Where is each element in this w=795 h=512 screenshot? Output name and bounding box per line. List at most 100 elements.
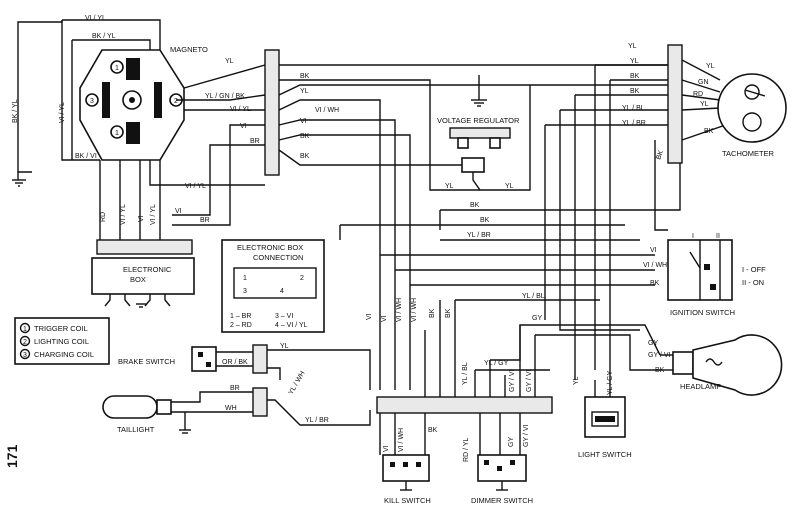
main-connector-bar (264, 49, 280, 176)
wire-gy-vi-low2: GY / VI (526, 370, 533, 392)
taillight (102, 387, 371, 434)
voltage-regulator (449, 85, 531, 191)
wire-or-bk: OR / BK (222, 359, 248, 366)
legend-num-2: 2 (23, 339, 27, 346)
legend-num-3: 3 (23, 352, 27, 359)
wire-bk-h6: BK (650, 280, 660, 287)
magneto-left-wiring (12, 19, 266, 240)
wire-yl-bl-h7: YL / BL (522, 293, 545, 300)
legend-charging-coil: CHARGING COIL (34, 350, 94, 359)
ignition-on-label: II - ON (742, 278, 764, 287)
wire-vi-wh-low4: VI / WH (411, 298, 418, 322)
wire-yl-wh-brake: YL / WH (288, 370, 307, 396)
wire-bk-t5: BK (704, 128, 714, 135)
kill-switch (382, 454, 430, 491)
headlamp (660, 334, 783, 396)
legend-num-1: 1 (23, 326, 27, 333)
wire-vi-yl-low: VI / YL (185, 183, 206, 190)
wire-gy-lamp: GY (648, 340, 658, 347)
wire-vi-eb: VI (138, 215, 145, 222)
ignition-off-label: I - OFF (742, 265, 766, 274)
tachometer-label: TACHOMETER (722, 149, 775, 158)
wire-yl-light: YL (573, 376, 580, 385)
wire-br-eb: BR (200, 217, 210, 224)
wire-yl-br-tail: YL / BR (305, 417, 329, 424)
wire-vi-low1: VI (366, 313, 373, 320)
kill-switch-label: KILL SWITCH (384, 496, 431, 505)
wire-vi-low2: VI (381, 315, 388, 322)
dimmer-switch-label: DIMMER SWITCH (471, 496, 533, 505)
wire-vi-yl-top: VI / YL (85, 15, 106, 22)
lower-connector-wiring (379, 300, 661, 455)
wire-wh-tail: WH (225, 405, 237, 412)
wire-vi-wh-h5: VI / WH (643, 262, 667, 269)
legend-lighting-coil: LIGHTING COIL (34, 337, 89, 346)
ignition-col-ii: II (716, 233, 720, 240)
wire-vi-wh-c3: VI / WH (315, 107, 339, 114)
wire-rd-t3: RD (693, 91, 703, 98)
tachometer (717, 73, 787, 143)
wire-yl-c2: YL (300, 88, 309, 95)
wire-gn-t2: GN (698, 79, 709, 86)
wire-yl-br-h3: YL / BR (467, 232, 491, 239)
wire-yl-i1: YL (628, 43, 637, 50)
wire-vi-wh-kill: VI / WH (398, 428, 405, 452)
headlamp-label: HEADLAMP (680, 382, 721, 391)
wire-yl-br-i6: YL / BR (622, 120, 646, 127)
wire-bk-h1: BK (470, 202, 480, 209)
ignition-switch (667, 239, 733, 301)
eb-connection-title-2: CONNECTION (253, 253, 303, 262)
wire-yl-gy-low: YL / GY (484, 360, 509, 367)
wire-bk-c1: BK (300, 73, 310, 80)
eb-connection-title-1: ELECTRONIC BOX (237, 243, 303, 252)
wire-bk-lamp: BK (655, 367, 665, 374)
wire-bk-h2: BK (480, 217, 490, 224)
wire-yl-bl-low: YL / BL (462, 362, 469, 385)
dimmer-switch (477, 454, 527, 491)
wire-vi-h4: VI (650, 247, 657, 254)
light-switch (584, 380, 626, 438)
ignition-col-i: I (692, 233, 694, 240)
wire-vi-c4: VI (300, 118, 307, 125)
eb-map-1: 1 – BR (230, 313, 251, 320)
wire-vi-yl-left: VI / YL (59, 102, 66, 123)
eb-pin-4: 4 (280, 288, 284, 295)
eb-map-4: 4 – VI / YL (275, 322, 308, 329)
wire-vi-kill: VI (383, 445, 390, 452)
eb-pin-3: 3 (243, 288, 247, 295)
eb-connection-legend (221, 239, 325, 333)
wire-vi-yl-mid: VI / YL (230, 106, 251, 113)
wire-br-mid: BR (250, 138, 260, 145)
wire-yl-t1: YL (706, 63, 715, 70)
wire-bk-low5: BK (429, 308, 436, 318)
magneto-coil-1b-number: 1 (115, 130, 119, 137)
wire-bk-i4: BK (630, 88, 640, 95)
brake-switch-label: BRAKE SWITCH (118, 357, 175, 366)
wire-vi-yl-eb2: VI / YL (150, 204, 157, 225)
taillight-label: TAILLIGHT (117, 425, 155, 434)
lower-connector-bar (376, 396, 553, 414)
wire-yl-vr1: YL (445, 183, 454, 190)
wire-yl-bl-i5: YL / BL (622, 105, 645, 112)
wire-bk-c5: BK (300, 133, 310, 140)
brake-switch (191, 344, 371, 390)
electronic-box-title-1: ELECTRONIC (123, 265, 172, 274)
legend-trigger-coil: TRIGGER COIL (34, 324, 88, 333)
wire-yl-vr2: YL (505, 183, 514, 190)
voltage-regulator-label: VOLTAGE REGULATOR (437, 116, 520, 125)
magneto (79, 49, 185, 161)
wire-bk-i3: BK (630, 73, 640, 80)
eb-map-3: 3 – VI (275, 313, 293, 320)
wire-bk-kill: BK (428, 427, 438, 434)
wire-gy-vi-dim: GY / VI (523, 425, 530, 447)
wire-yl-i2: YL (630, 58, 639, 65)
wire-rd-yl-dim: RD / YL (463, 438, 470, 462)
wire-yl-brake: YL (280, 343, 289, 350)
eb-pin-1: 1 (243, 275, 247, 282)
wire-bk-yl-top: BK / YL (92, 33, 116, 40)
ignition-right-wiring (544, 59, 741, 380)
wire-gy-vi-lamp: GY / VI (648, 352, 670, 359)
wire-vi-wh-low3: VI / WH (396, 298, 403, 322)
